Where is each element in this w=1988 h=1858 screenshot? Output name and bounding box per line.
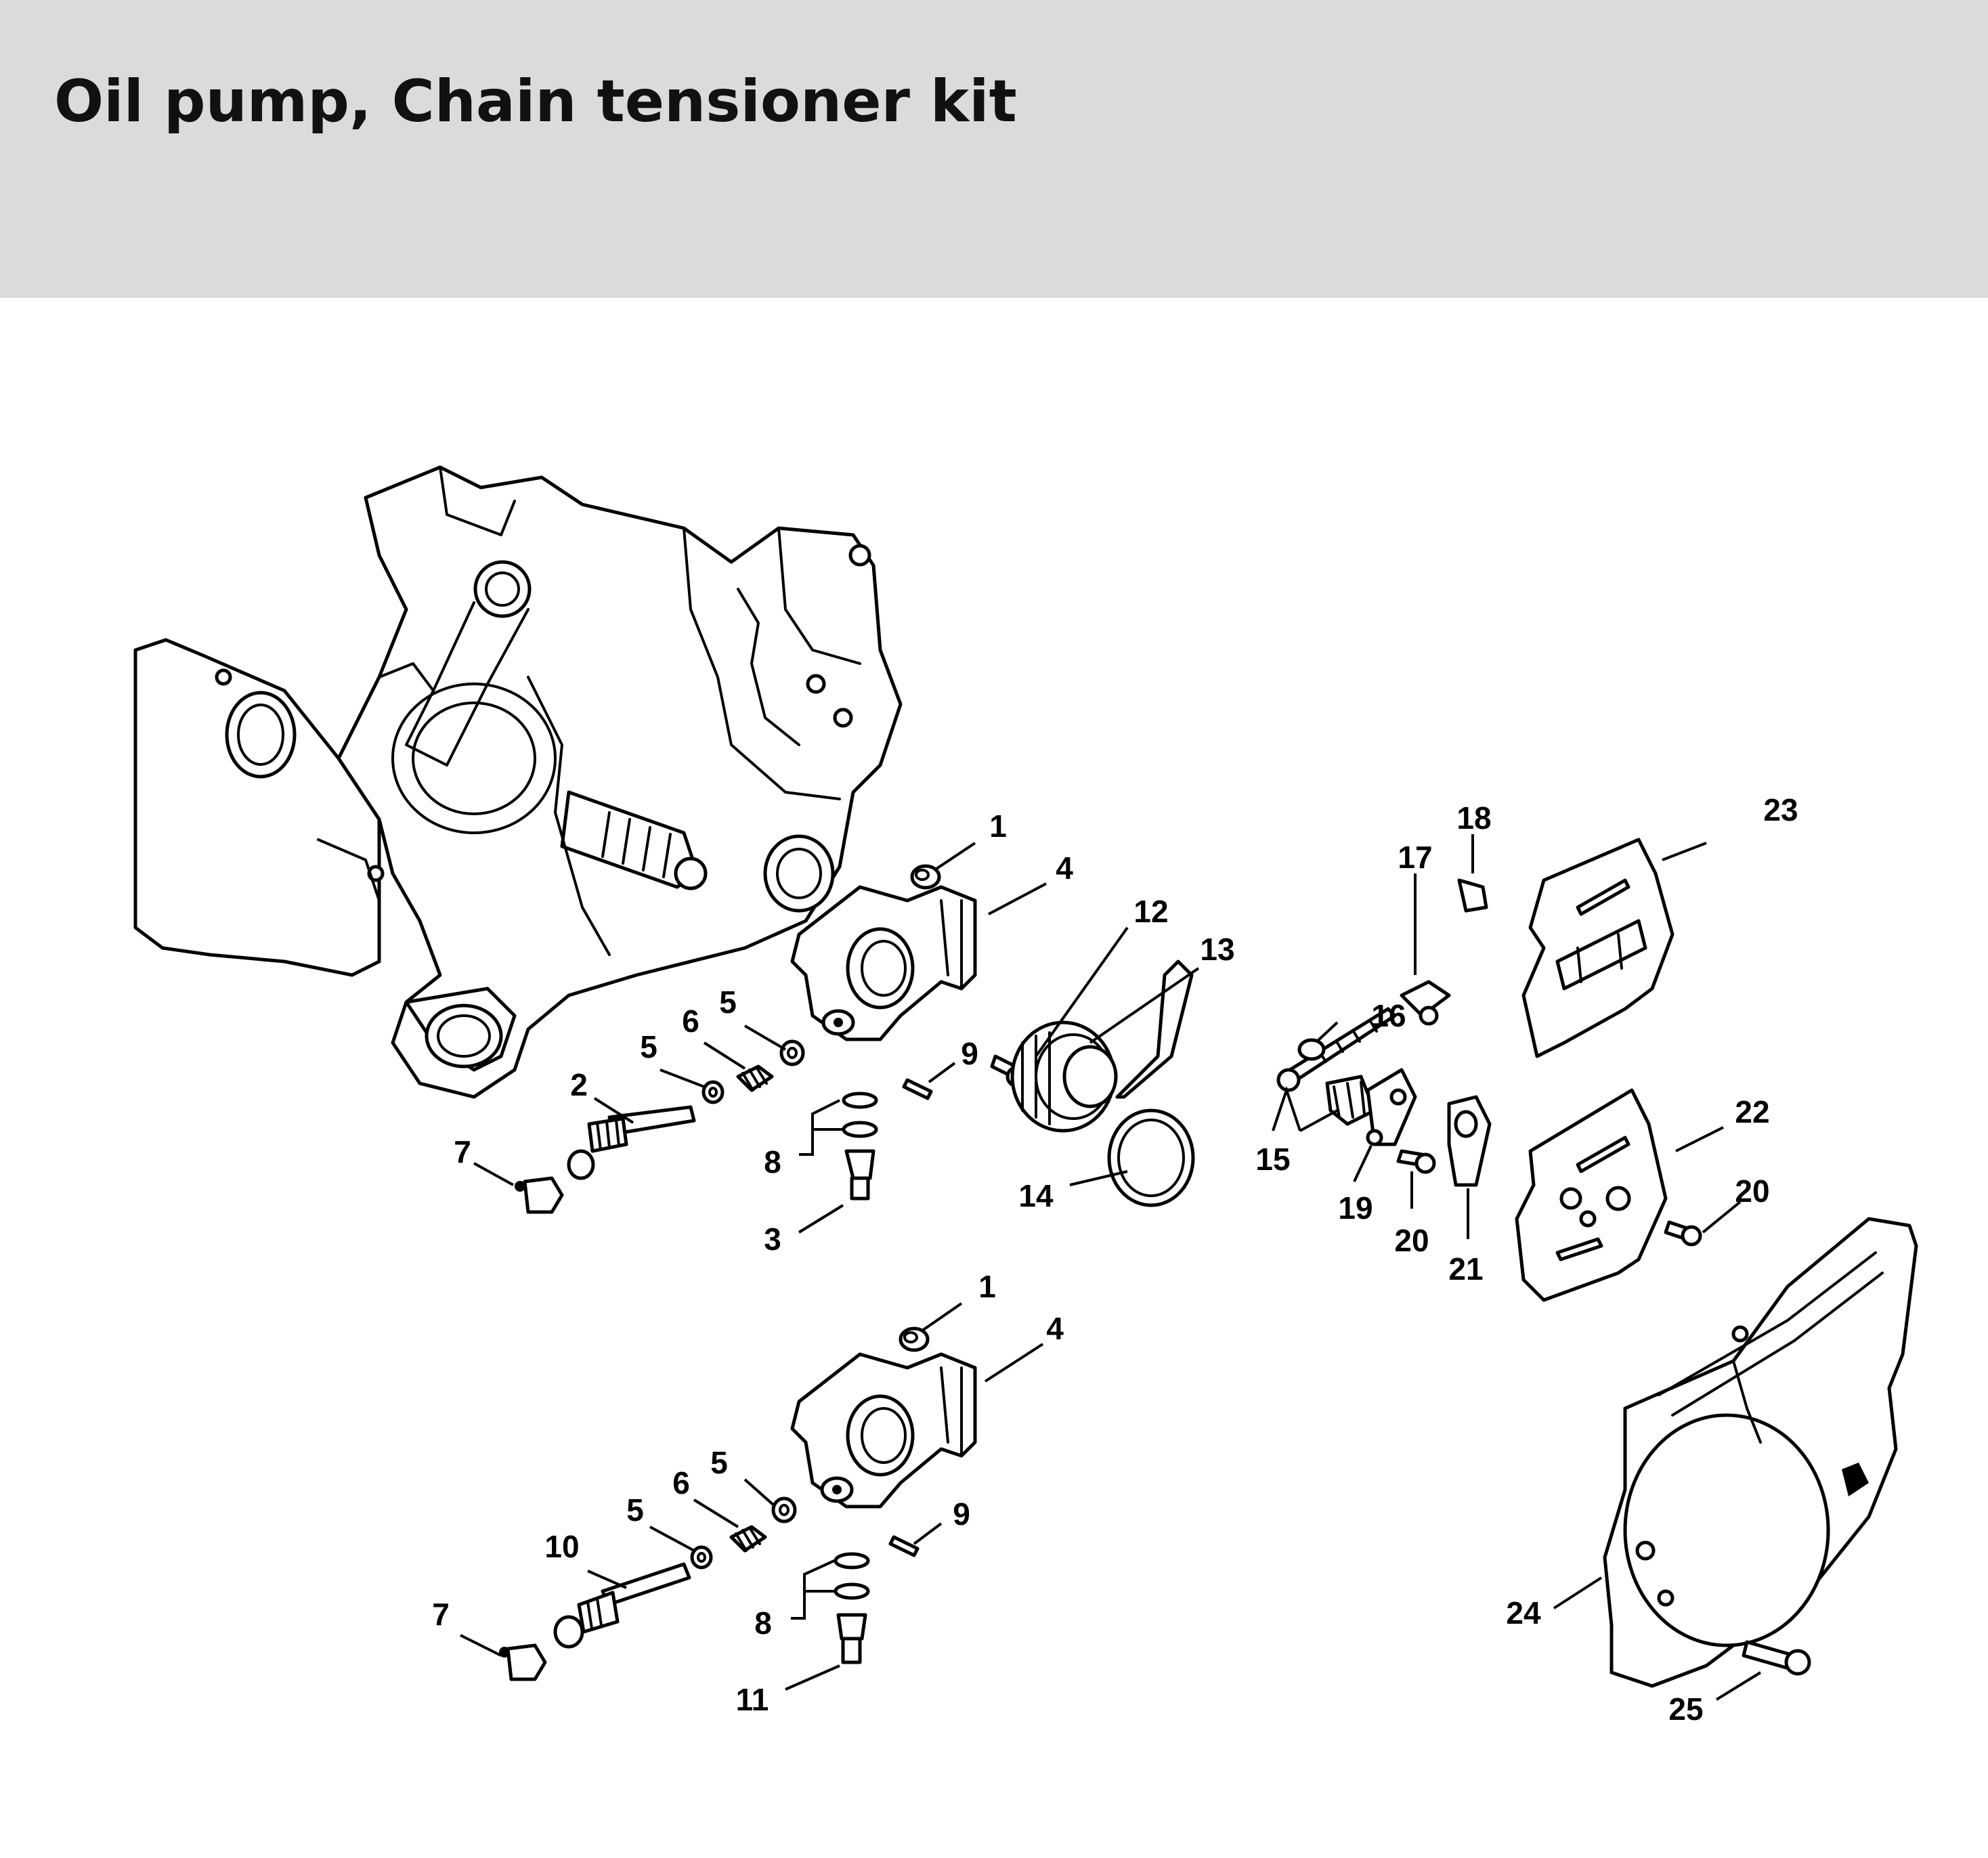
title-banner: Oil pump, Chain tensioner kit: [0, 0, 1988, 298]
callout-6: 6: [682, 1003, 699, 1039]
callout-8: 8: [754, 1605, 772, 1641]
oil-pump-lower-drawing: [499, 1326, 977, 1681]
callout-9: 9: [961, 1036, 978, 1071]
callout-15: 15: [1255, 1142, 1290, 1177]
callout-19: 19: [1338, 1190, 1373, 1226]
callout-3: 3: [764, 1222, 781, 1257]
callout-23: 23: [1763, 792, 1798, 827]
chain-tensioner-drawing: [1276, 878, 1492, 1187]
callout-22: 22: [1735, 1094, 1769, 1129]
callout-9: 9: [953, 1496, 970, 1532]
callout-7: 7: [432, 1597, 450, 1632]
callout-10: 10: [544, 1529, 579, 1564]
callout-24: 24: [1506, 1595, 1541, 1630]
callout-5: 5: [640, 1029, 657, 1064]
callout-labels: 1 4 12 13 5 6 5 9 2 7 8 3 14 17 18 23 16…: [432, 792, 1798, 1727]
callout-4: 4: [1046, 1311, 1064, 1346]
oil-pump-upper-drawing: [515, 864, 1029, 1214]
callout-20: 20: [1735, 1173, 1769, 1209]
callout-12: 12: [1133, 894, 1168, 929]
callout-5: 5: [626, 1492, 644, 1528]
oil-pump-drive-drawing: [1010, 959, 1195, 1207]
callout-5: 5: [719, 985, 737, 1020]
callout-6: 6: [672, 1465, 690, 1500]
callout-18: 18: [1456, 800, 1491, 836]
callout-2: 2: [570, 1067, 588, 1102]
leader-lines: [460, 834, 1762, 1701]
callout-7: 7: [454, 1134, 471, 1169]
side-plates-drawing: [1515, 838, 1702, 1302]
callout-1: 1: [989, 808, 1007, 844]
callout-21: 21: [1448, 1251, 1483, 1287]
callout-25: 25: [1668, 1691, 1703, 1727]
callout-16: 16: [1371, 998, 1406, 1033]
callout-14: 14: [1018, 1178, 1054, 1213]
callout-17: 17: [1398, 840, 1432, 875]
sprocket-cover-drawing: [1603, 1217, 1918, 1688]
callout-8: 8: [764, 1144, 781, 1180]
callout-1: 1: [978, 1269, 996, 1304]
page-title: Oil pump, Chain tensioner kit: [54, 68, 1017, 135]
callout-5: 5: [710, 1445, 728, 1480]
callout-4: 4: [1056, 850, 1073, 886]
crankcase-drawing: [133, 465, 903, 1099]
callout-11: 11: [736, 1682, 769, 1717]
callout-20: 20: [1394, 1223, 1429, 1258]
callout-13: 13: [1200, 932, 1234, 967]
